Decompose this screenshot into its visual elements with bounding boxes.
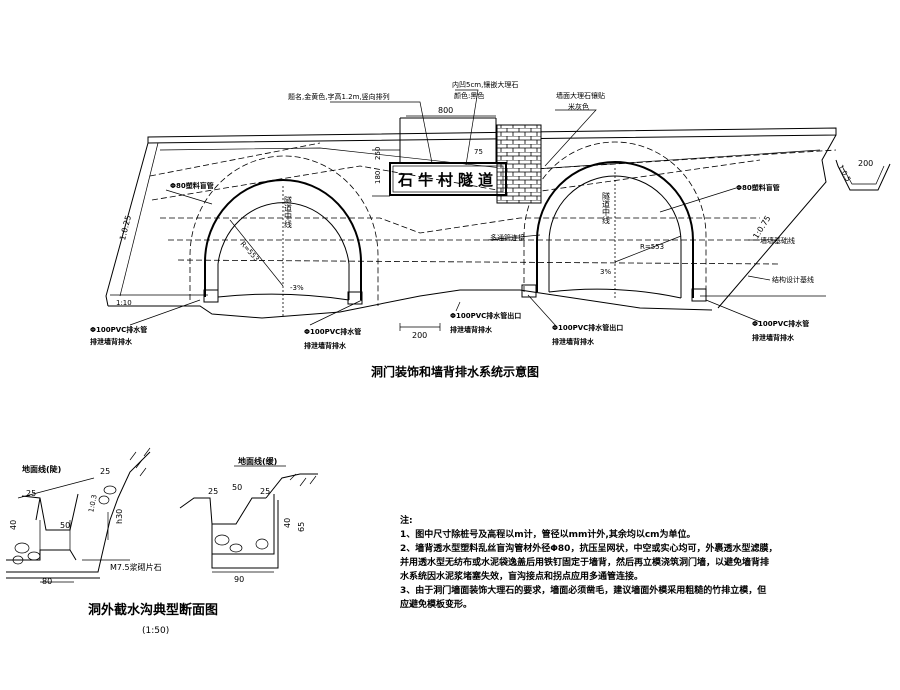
dim-800: 800 (438, 106, 453, 115)
ditch-right-90: 90 (234, 575, 244, 584)
note-2a: 2、墙背透水型塑料乱丝盲沟管材外径Φ80，抗压呈网状，中空或实心均可，外裹透水型… (400, 544, 778, 554)
ditch-section-right: 地面线(缓) 25 25 50 40 65 90 (179, 456, 318, 584)
right-drain-pipe: Φ80塑料盲管 (736, 183, 780, 192)
slope-left-1: 1:0.25 (118, 214, 133, 241)
mid-outlet-2b: 排泄墙背排水 (552, 337, 595, 346)
right-radius: R=553 (640, 243, 664, 251)
ditch-right-40: 40 (283, 518, 292, 528)
ditch-left-50: 50 (60, 521, 70, 530)
left-outlet-1: Φ100PVC排水管 (90, 325, 147, 334)
ditch-right-65: 65 (297, 522, 306, 532)
mid-outlet-1: Φ100PVC排水管出口 (450, 311, 521, 320)
note-2b: 并用透水型无纺布或水泥袋逸盖后用铁钉固定于墙背，然后再立模浇筑洞门墙，以避免墙背… (400, 558, 770, 568)
mid-outlet-2: Φ100PVC排水管出口 (552, 323, 623, 332)
dim-250: 250 (374, 147, 382, 160)
notes-heading: 注: (400, 516, 413, 526)
dim-200-a: 200 (412, 331, 427, 340)
slope-left-2: 1:10 (116, 299, 132, 307)
notes-block: 注: 1、图中尺寸除桩号及高程以m计，管径以mm计外,其余均以cm为单位。 2、… (400, 514, 780, 612)
ditch-section-left: 地面线(陡) 25 25 1:0.3 40 50 h30 80 M7.5浆砌片石 (6, 447, 162, 586)
ditch-left-25a: 25 (26, 489, 36, 498)
ditch-right-25a: 25 (208, 487, 218, 496)
dim-180: 180 (374, 171, 382, 184)
slope-top-right: 1:0.5 (836, 164, 852, 184)
ditch-right-50: 50 (232, 483, 242, 492)
ditch-title: 洞外截水沟典型断面图 (88, 602, 218, 618)
note-3a: 3、由于洞门墙面装饰大理石的要求，墙面必须凿毛，建议墙面外模采用粗糙的竹排立模，… (400, 586, 767, 596)
ann-font-spec: 题名,金黄色,字高1.2m,竖向排列 (288, 92, 390, 101)
left-outlet-1b: 排泄墙背排水 (90, 337, 133, 346)
ditch-right-25b: 25 (260, 487, 270, 496)
ground-line-gentle: 地面线(缓) (238, 456, 277, 466)
note-3b: 应避免模板变形。 (400, 600, 473, 610)
multi-pipe: 多通管连接 (490, 233, 525, 242)
dim-200-b: 200 (858, 159, 873, 168)
left-drain-pipe: Φ80塑料盲管 (170, 181, 214, 190)
ann-wall-finish: 墙面大理石镶贴 (556, 91, 605, 100)
nameplate-text: 石牛村隧道 (397, 171, 498, 189)
ann-inner-color: 颜色:黑色 (454, 91, 484, 100)
left-outlet-2: Φ100PVC排水管 (304, 327, 361, 336)
structure-line: 结构设计基线 (772, 275, 814, 284)
left-radius: R=553 (239, 240, 261, 263)
dim-75: 75 (474, 148, 483, 156)
portal-elevation: 石牛村隧道 题名,金黄色,字高1.2m,竖向排列 内凹5cm,镶嵌大理石 颜色:… (90, 80, 891, 379)
note-2c: 水系统因水泥浆堵塞失效，盲沟接点和拐点应用多通管连接。 (400, 572, 644, 582)
ditch-left-h30: h30 (115, 509, 124, 524)
ditch-left-1-0-3: 1:0.3 (87, 494, 99, 513)
right-top-ditch (835, 159, 891, 191)
left-rubble (12, 485, 117, 565)
mid-outlet-1b: 排泄墙背排水 (450, 325, 493, 334)
right-outlet-b: 排泄墙背排水 (752, 333, 795, 342)
ditch-scale: (1:50) (142, 626, 169, 636)
left-slope: -3% (290, 284, 304, 292)
ann-wall-color: 米灰色 (568, 102, 589, 111)
ditch-left-80: 80 (42, 577, 52, 586)
right-tunnel-arch (521, 141, 707, 302)
left-outlet-2b: 排泄墙背排水 (304, 341, 347, 350)
left-tunnel-center: 隧道中线 (284, 195, 293, 228)
portal-right-face (717, 134, 837, 309)
ann-inner-marble: 内凹5cm,镶嵌大理石 (452, 80, 518, 89)
ditch-left-25b: 25 (100, 467, 110, 476)
right-tunnel-center: 隧道中线 (602, 191, 611, 224)
nameplate: 石牛村隧道 (389, 162, 507, 196)
ground-line-steep: 地面线(陡) (22, 464, 61, 474)
portal-title: 洞门装饰和墙背排水系统示意图 (371, 364, 539, 379)
ditch-left-40: 40 (9, 520, 18, 530)
right-outlet: Φ100PVC排水管 (752, 319, 809, 328)
left-tunnel-arch (189, 155, 379, 318)
right-rubble (214, 534, 269, 553)
ditch-material: M7.5浆砌片石 (110, 562, 162, 572)
note-1: 1、图中尺寸除桩号及高程以m计，管径以mm计外,其余均以cm为单位。 (400, 530, 696, 540)
right-slope: 3% (600, 268, 611, 276)
wall-foundation: 墙墙基础线 (760, 236, 795, 245)
portal-left-face (105, 142, 149, 307)
portal-top-cap (147, 127, 837, 144)
